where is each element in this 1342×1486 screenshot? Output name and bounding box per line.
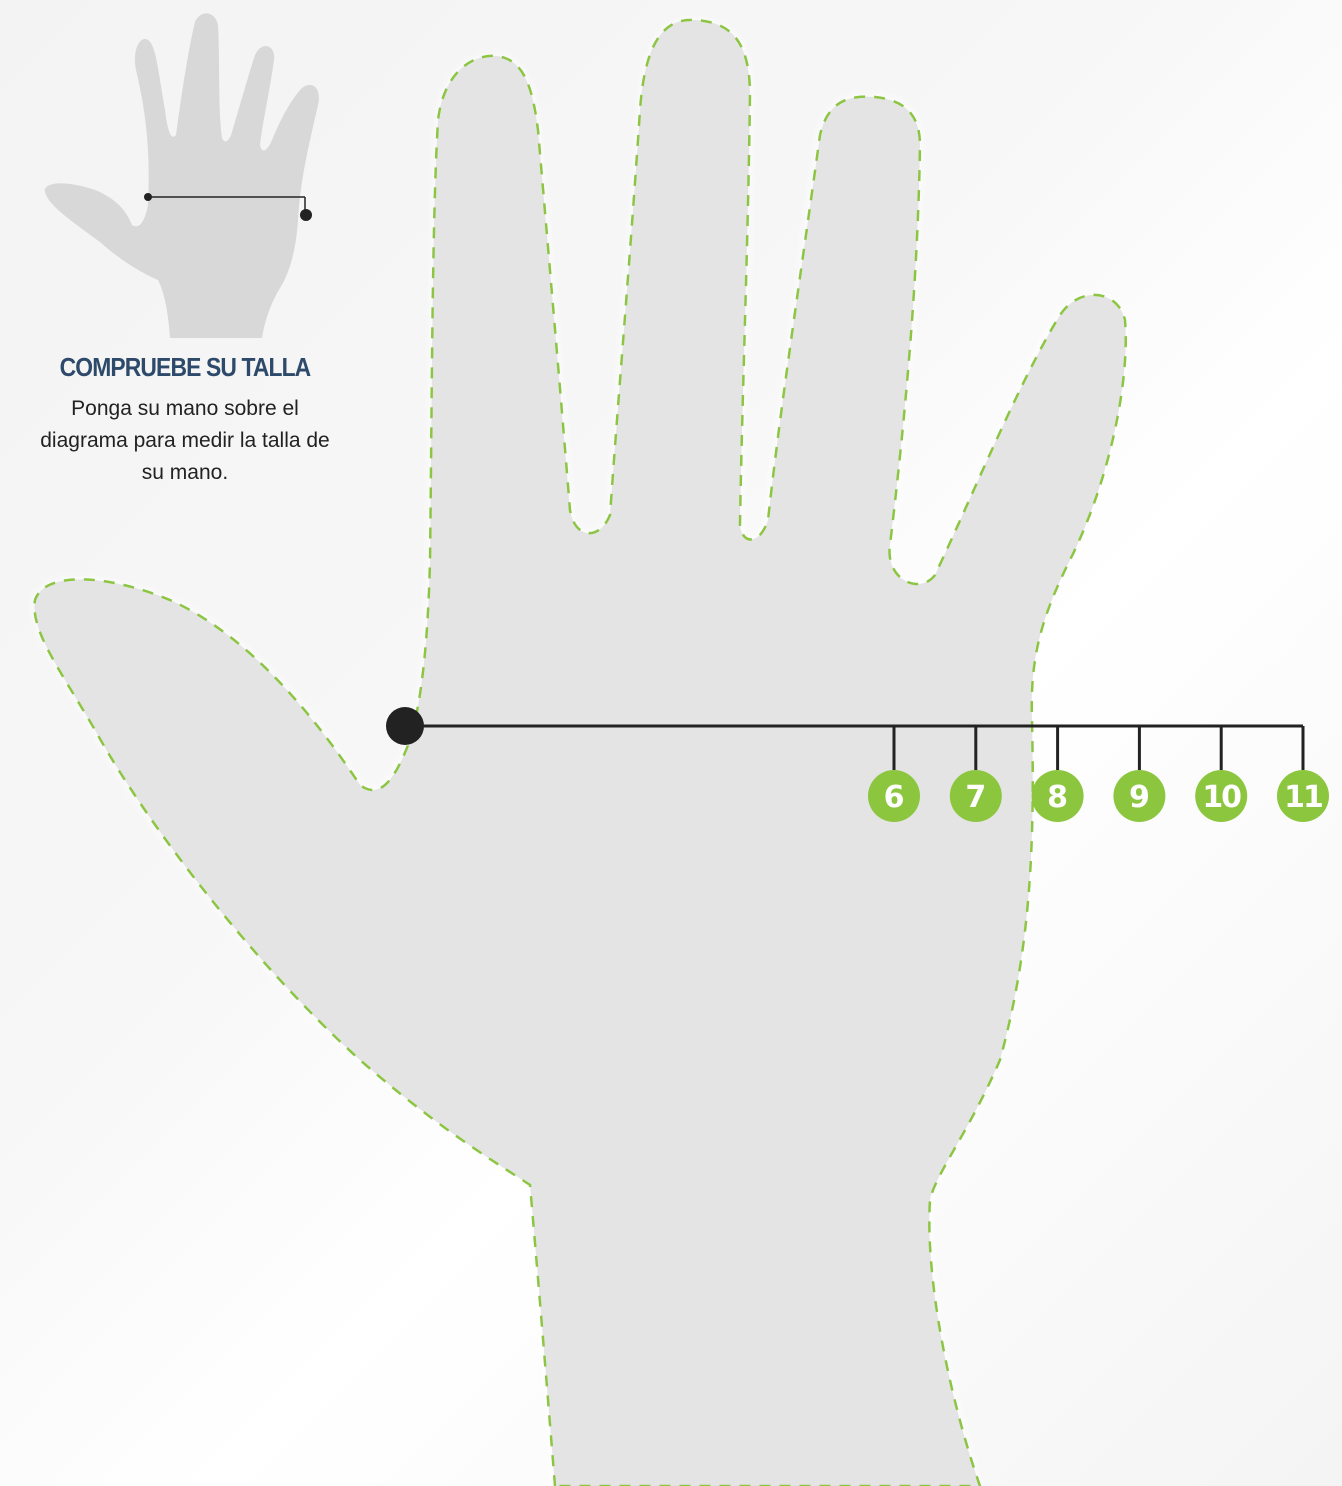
- size-label: 7: [965, 780, 986, 815]
- reference-end-dot: [300, 209, 312, 221]
- size-label: 8: [1047, 780, 1068, 815]
- size-label: 10: [1202, 780, 1241, 815]
- size-label: 11: [1284, 780, 1322, 815]
- instructions-text: Ponga su mano sobre el diagrama para med…: [30, 393, 340, 489]
- ruler-start-dot: [386, 707, 424, 745]
- reference-start-dot: [144, 193, 152, 201]
- size-label: 6: [884, 780, 905, 815]
- reference-hand-icon: [40, 10, 330, 340]
- reference-hand-silhouette: [45, 13, 319, 338]
- size-label: 9: [1129, 780, 1150, 815]
- heading-check-size: COMPRUEBE SU TALLA: [40, 352, 330, 383]
